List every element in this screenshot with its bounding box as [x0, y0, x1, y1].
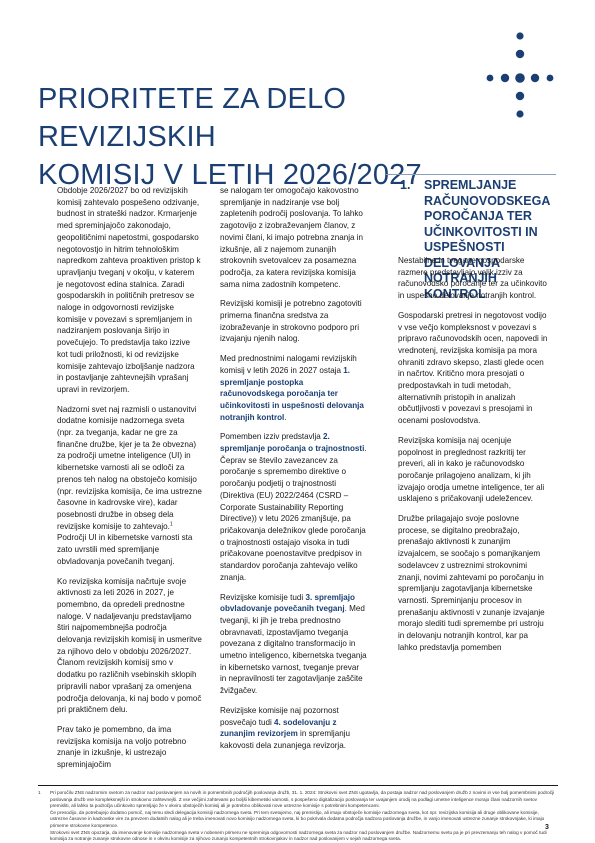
section-number: 1.: [400, 178, 411, 192]
footnote-rule: [38, 785, 558, 786]
footnote-ref[interactable]: 1: [169, 521, 173, 527]
paragraph: Revizijske komisije tudi 3. spremljajo o…: [220, 592, 367, 696]
dot: [515, 49, 525, 59]
dot: [530, 73, 540, 83]
column-middle: se nalogam ter omogočajo kakovostno spre…: [220, 185, 367, 760]
dot: [515, 91, 525, 101]
footnote-text: Če presodijo, da potrebujejo dodatno pom…: [50, 809, 545, 828]
paragraph: Ko revizijska komisija načrtuje svoje ak…: [57, 576, 202, 715]
footnotes: 1 Pri poročilu ZNS nadzornim svetom za n…: [38, 790, 558, 843]
footnote-text: Pri poročilu ZNS nadzornim svetom za nad…: [50, 790, 555, 809]
title-line-1: PRIORITETE ZA DELO REVIZIJSKIH: [38, 83, 347, 153]
footnote-number: 1: [38, 790, 41, 795]
priority-1-highlight: 1. spremljanje postopka računovodskega p…: [220, 365, 364, 422]
paragraph: Revizijski komisiji je potrebno zagotovi…: [220, 299, 362, 344]
paragraph: se nalogam ter omogočajo kakovostno spre…: [220, 186, 364, 289]
paragraph: Družbe prilagajajo svoje poslovne proces…: [398, 514, 545, 652]
paragraph: Nadzorni svet naj razmisli o ustanovitvi…: [57, 404, 202, 566]
title-line-2: KOMISIJ V LETIH 2026/2027: [38, 159, 422, 191]
dot: [500, 73, 510, 83]
column-left: Obdobje 2026/2027 bo od revizijskih komi…: [57, 185, 202, 779]
dot: [515, 73, 525, 83]
priority-4-highlight: 4. sodelovanju z zunanjim revizorjem: [220, 717, 337, 739]
paragraph: Obdobje 2026/2027 bo od revizijskih komi…: [57, 186, 201, 394]
dot: [516, 110, 524, 118]
priority-3-highlight: 3. spremljajo obvladovanje povečanih tve…: [220, 592, 355, 614]
paragraph: Revizijske komisije naj pozornost posveč…: [220, 705, 350, 750]
footnote-text: Strokovni svet ZNS opozarja, da imenovan…: [50, 829, 547, 842]
paragraph: Prav tako je pomembno, da ima revizijska…: [57, 724, 187, 770]
section-rule: [386, 174, 556, 175]
paragraph: Nestabilne in tvegane gospodarske razmer…: [398, 256, 547, 301]
column-right: Nestabilne in tvegane gospodarske razmer…: [398, 255, 548, 662]
priority-2-highlight: 2. spremljanje poročanja o trajnostnosti: [220, 432, 365, 454]
dot: [516, 32, 524, 40]
paragraph: Pomemben izziv predstavlja 2. spremljanj…: [220, 432, 367, 582]
dot: [486, 74, 494, 82]
paragraph: Med prednostnimi nalogami revizijskih ko…: [220, 354, 364, 422]
decorative-dots-icon: [486, 32, 554, 118]
section-title: SPREMLJANJE RAČUNOVODSKEGA POROČANJA TER…: [424, 178, 550, 301]
page-title: PRIORITETE ZA DELO REVIZIJSKIH KOMISIJ V…: [38, 80, 438, 194]
paragraph: Gospodarski pretresi in negotovost vodij…: [398, 310, 548, 426]
dot: [546, 74, 554, 82]
page-number: 3: [545, 824, 549, 831]
paragraph: Revizijska komisija naj ocenjuje popolno…: [398, 435, 545, 504]
